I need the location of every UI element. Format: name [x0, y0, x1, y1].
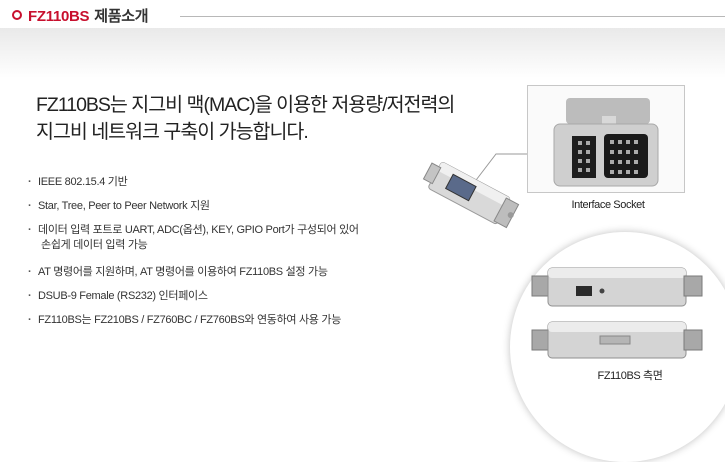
top-gradient-band [0, 28, 725, 78]
feature-item: IEEE 802.15.4 기반 [28, 175, 428, 190]
header-divider [180, 16, 725, 17]
section-title-sub: 제품소개 [94, 8, 149, 25]
headline-line-2: 지그비 네트워크 구축이 가능합니다. [36, 121, 309, 143]
feature-text: DSUB-9 Female (RS232) 인터페이스 [38, 290, 208, 302]
side-view-caption: FZ110BS 측면 [597, 370, 663, 382]
feature-text: 데이터 입력 포트로 UART, ADC(옵션), KEY, GPIO Port… [38, 224, 359, 236]
circle-bullet-icon [12, 10, 22, 20]
feature-text-continued: 손쉽게 데이터 입력 가능 [41, 239, 148, 251]
feature-text: FZ110BS는 FZ210BS / FZ760BC / FZ760BS와 연동… [38, 314, 342, 326]
interface-socket-photo [553, 98, 659, 187]
feature-item: AT 명령어를 지원하며, AT 명령어를 이용하여 FZ110BS 설정 가능 [28, 265, 428, 280]
feature-text: IEEE 802.15.4 기반 [38, 176, 128, 188]
product-headline: FZ110BS는 지그비 맥(MAC)을 이용한 저용량/저전력의 지그비 네트… [36, 92, 506, 146]
feature-item: FZ110BS는 FZ210BS / FZ760BC / FZ760BS와 연동… [28, 313, 428, 328]
callout-line [469, 153, 536, 189]
socket-caption: Interface Socket [571, 199, 645, 211]
section-title-model: FZ110BS [28, 8, 90, 25]
side-view-photo-bottom [531, 321, 703, 359]
headline-line-1: FZ110BS는 지그비 맥(MAC)을 이용한 저용량/저전력의 [36, 94, 455, 116]
feature-item: DSUB-9 Female (RS232) 인터페이스 [28, 289, 428, 304]
feature-text: Star, Tree, Peer to Peer Network 지원 [38, 200, 210, 212]
feature-item: 데이터 입력 포트로 UART, ADC(옵션), KEY, GPIO Port… [28, 223, 428, 253]
feature-text: AT 명령어를 지원하며, AT 명령어를 이용하여 FZ110BS 설정 가능 [38, 266, 328, 278]
feature-list: IEEE 802.15.4 기반 Star, Tree, Peer to Pee… [28, 175, 428, 337]
product-photo [422, 162, 520, 229]
side-view-photo-top [531, 267, 703, 307]
feature-item: Star, Tree, Peer to Peer Network 지원 [28, 199, 428, 214]
